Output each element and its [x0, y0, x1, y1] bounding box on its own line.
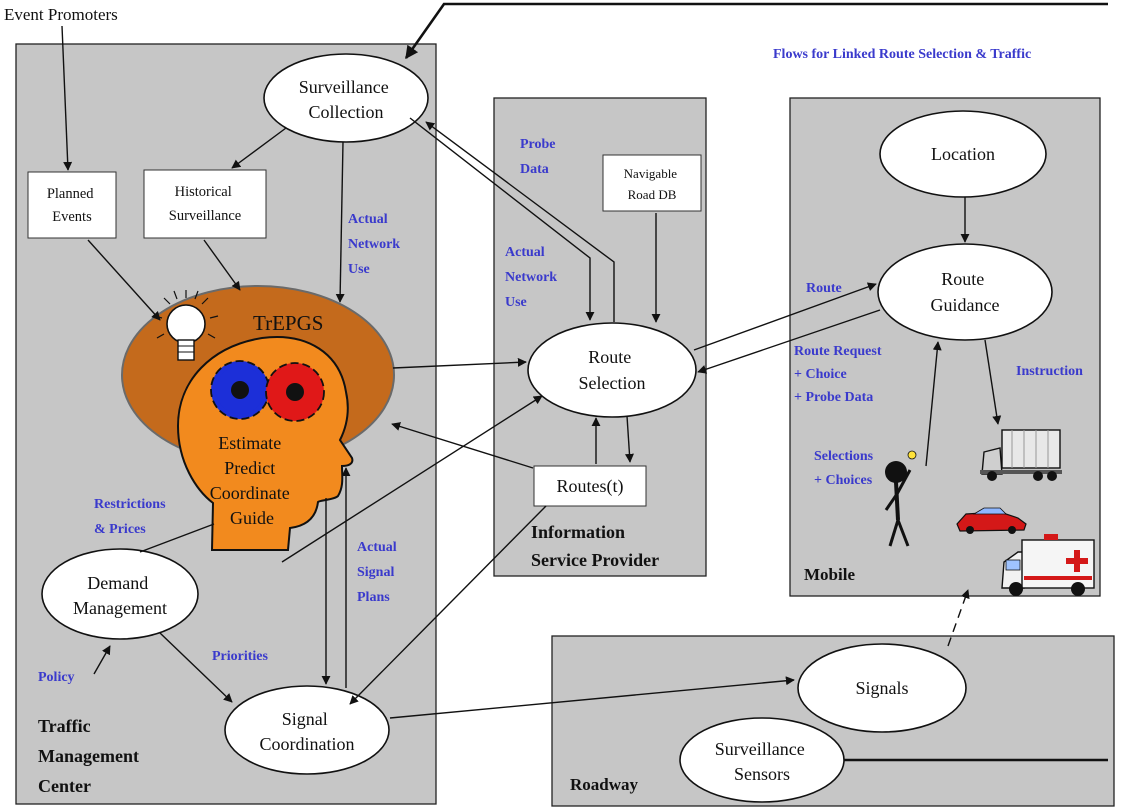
route-guidance-node: Route Guidance: [877, 243, 1053, 341]
signals-node: Signals: [797, 643, 967, 733]
svg-text:Location: Location: [931, 144, 995, 164]
svg-text:Signals: Signals: [855, 678, 908, 698]
truck-icon: [980, 429, 1062, 481]
svg-text:Navigable Road DB: Navigable Road DB: [624, 166, 681, 202]
signal-coordination-node: Signal Coordination: [224, 685, 390, 775]
navigable-road-db-node: Navigable Road DB: [602, 154, 702, 212]
arrow-historical-to-trepgs: [203, 239, 241, 291]
svg-text:Route Selection: Route Selection: [579, 347, 646, 393]
planned-events-node: Planned Events: [27, 171, 117, 239]
figure-caption: Flows for Linked Route Selection & Traff…: [773, 47, 1031, 62]
car-icon: [956, 507, 1027, 534]
light-bulb-icon: [153, 290, 219, 361]
blue-gear-icon: [210, 360, 270, 420]
arrow-priorities: [159, 632, 233, 703]
arrow-route-to-guidance: [693, 282, 877, 351]
arrow-signal-coordination-to-signals: [389, 676, 795, 719]
arrow-selections-to-guidance: [925, 341, 942, 467]
flow-label-route: Route: [806, 281, 842, 296]
arrow-sensors-feed-to-surveillance: [404, 2, 1108, 60]
svg-text:Surveillance Sensors: Surveillance Sensors: [715, 739, 809, 784]
trepgs-label: TrEPGS: [253, 311, 323, 335]
flow-label-selections-choices: Selections + Choices: [814, 449, 877, 488]
arrow-promoters-to-planned-events: [61, 25, 73, 171]
arrow-actual-network-use-isp: [425, 121, 615, 322]
isp-panel-title: Information Service Provider: [531, 522, 659, 570]
svg-text:Route Guidance: Route Guidance: [931, 269, 1000, 315]
flow-label-restrictions-prices: Restrictions & Prices: [94, 497, 169, 537]
svg-text:Demand Management: Demand Management: [73, 573, 167, 618]
connectors: [61, 2, 1108, 762]
person-icon: [884, 450, 917, 547]
mobile-panel-title: Mobile: [804, 565, 855, 584]
route-selection-node: Route Selection: [527, 322, 697, 418]
svg-text:Planned Events: Planned Events: [47, 186, 97, 225]
flow-label-policy: Policy: [38, 670, 75, 685]
arrow-signals-to-mobile: [947, 589, 970, 647]
surveillance-sensors-node: Surveillance Sensors: [679, 717, 845, 803]
arrow-route-selection-to-routes: [624, 415, 634, 463]
demand-management-node: Demand Management: [41, 548, 199, 640]
red-gear-icon: [265, 362, 325, 422]
arrow-surveillance-to-trepgs: [335, 141, 345, 303]
ambulance-icon: [1001, 534, 1095, 596]
arrow-surveillance-to-historical: [231, 127, 287, 169]
flow-label-probe-data: Probe Data: [520, 137, 559, 177]
flow-label-actual-signal-plans: Actual Signal Plans: [357, 540, 400, 605]
flow-label-actual-network-use-isp: Actual Network Use: [505, 245, 561, 310]
routes-t-node: Routes(t): [533, 465, 647, 507]
svg-text:Signal Coordination: Signal Coordination: [260, 709, 355, 754]
surveillance-collection-node: Surveillance Collection: [263, 53, 429, 143]
flow-label-instruction: Instruction: [1016, 364, 1083, 379]
head-functions: Estimate Predict Coordinate Guide: [210, 433, 294, 528]
arrow-routes-to-signal-coordination: [349, 505, 547, 705]
event-promoters-label: Event Promoters: [4, 5, 118, 24]
flow-label-actual-network-use-tmc: Actual Network Use: [348, 212, 404, 277]
line-restrictions-prices: [139, 523, 215, 553]
svg-text:Routes(t): Routes(t): [557, 476, 624, 497]
tmc-panel-title: Traffic Management Center: [38, 716, 143, 796]
flow-label-priorities: Priorities: [212, 649, 269, 664]
arrow-probe-data: [409, 117, 595, 321]
svg-text:Historical Surveillance: Historical Surveillance: [169, 184, 241, 224]
roadway-panel-title: Roadway: [570, 775, 639, 794]
arrow-policy: [93, 645, 111, 675]
historical-surveillance-node: Historical Surveillance: [143, 169, 267, 239]
flow-label-route-request: Route Request + Choice + Probe Data: [794, 344, 885, 405]
arrow-planned-to-bulb: [87, 239, 161, 321]
svg-text:Surveillance Collection: Surveillance Collection: [299, 77, 393, 122]
arrow-instruction: [984, 339, 1002, 425]
arrow-trepgs-to-route-selection: [392, 357, 527, 369]
location-node: Location: [879, 110, 1047, 198]
arrow-route-request: [697, 309, 881, 374]
